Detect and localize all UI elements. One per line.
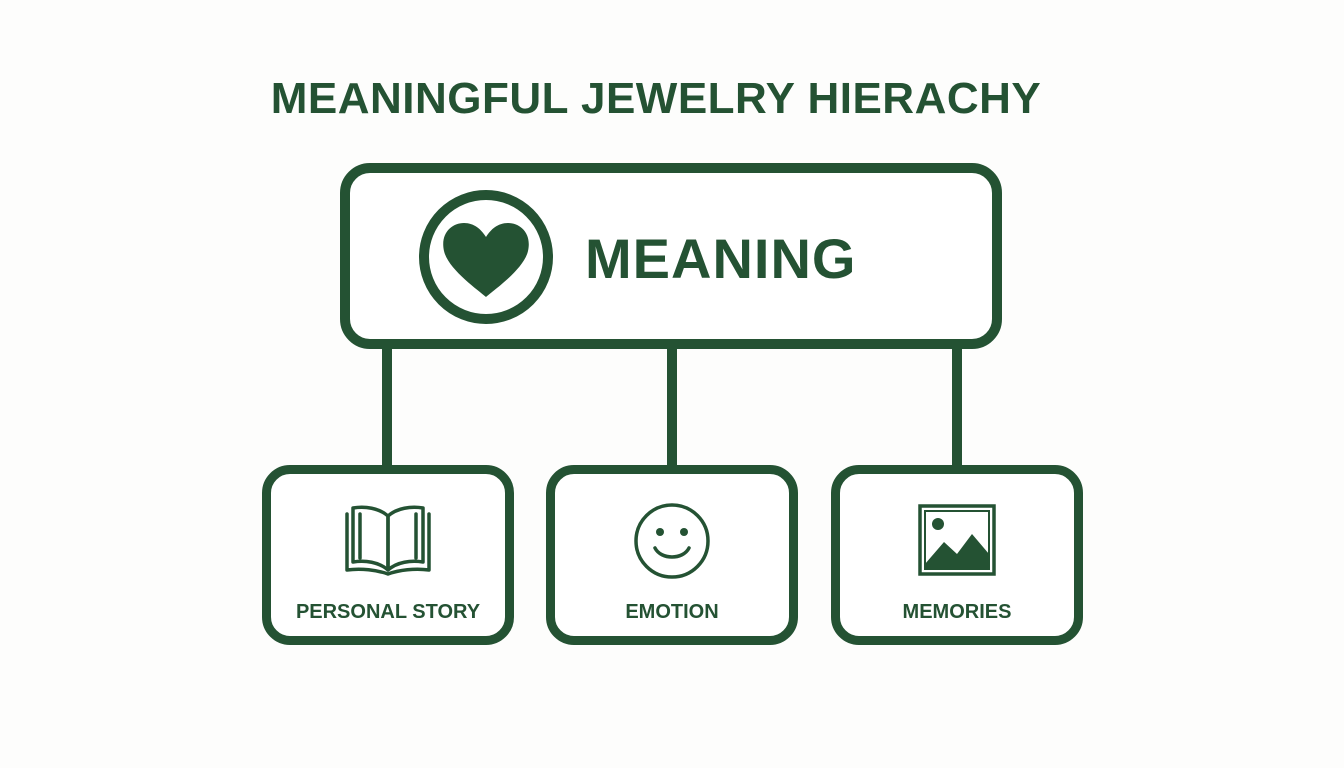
heart-icon (419, 190, 553, 324)
smiley-face-icon (634, 503, 710, 579)
child-node-personal-story: PERSONAL STORY (262, 465, 514, 645)
child-node-memories: MEMORIES (831, 465, 1083, 645)
child-node-label: PERSONAL STORY (295, 601, 481, 623)
open-book-icon (345, 505, 431, 576)
child-node-label: EMOTION (625, 601, 719, 623)
root-node-label: MEANING (585, 227, 857, 290)
child-node-label: MEMORIES (902, 601, 1012, 623)
diagram-title: MEANINGFUL JEWELRY HIERACHY (270, 74, 1042, 123)
landscape-picture-icon (918, 504, 996, 576)
child-node-emotion: EMOTION (546, 465, 798, 645)
